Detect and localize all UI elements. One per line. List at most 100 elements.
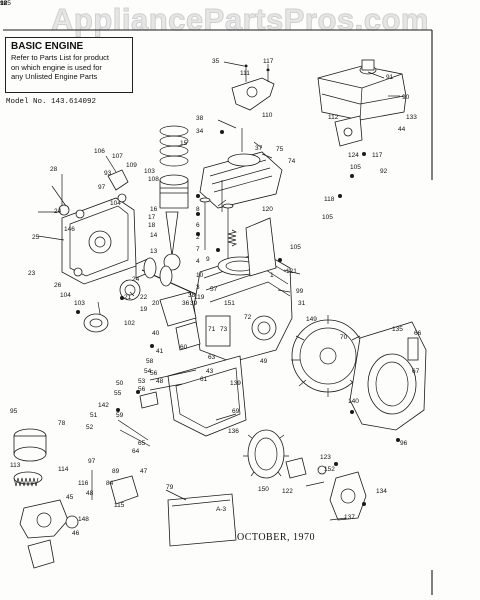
part-callout-79: 79 — [166, 484, 174, 491]
choke-parts — [109, 475, 139, 505]
part-callout-56: 56 — [138, 386, 146, 393]
part-callout-72: 72 — [244, 314, 252, 321]
air-cleaner — [13, 428, 47, 487]
part-callout-31: 31 — [298, 300, 306, 307]
part-callout-9: 9 — [206, 256, 210, 263]
part-callout-24: 24 — [54, 208, 62, 215]
part-callout-55: 55 — [114, 390, 122, 397]
part-callout-14: 14 — [150, 232, 158, 239]
crankcase-cover — [61, 193, 137, 285]
part-callout-139: 139 — [230, 380, 241, 387]
part-callout-107: 107 — [112, 153, 123, 160]
part-callout-136: 136 — [228, 428, 239, 435]
part-callout-35: 35 — [212, 58, 220, 65]
part-callout-48: 48 — [156, 378, 164, 385]
part-callout-73: 73 — [220, 326, 228, 333]
part-callout-120: 120 — [262, 206, 273, 213]
part-callout-7: 7 — [196, 246, 200, 253]
basic-engine-info-box: BASIC ENGINE Refer to Parts List for pro… — [5, 37, 133, 93]
part-callout-53: 53 — [138, 378, 146, 385]
part-callout-4: 4 — [196, 258, 200, 265]
small-hardware — [76, 64, 400, 506]
part-callout-20: 20 — [152, 300, 160, 307]
part-callout-13: 13 — [150, 248, 158, 255]
part-callout-49: 49 — [260, 358, 268, 365]
baffle — [245, 217, 277, 277]
part-callout-8: 8 — [196, 206, 200, 213]
box-note-line: Refer to Parts List for product — [11, 53, 109, 62]
part-callout-103: 103 — [144, 168, 155, 175]
piston-rings — [159, 125, 189, 167]
part-callout-10: 10 — [196, 272, 204, 279]
part-callout-90: 90 — [402, 94, 410, 101]
part-callout-89: 89 — [112, 468, 120, 475]
date-label: OCTOBER, 1970 — [237, 532, 315, 543]
fuel-tank — [317, 59, 407, 121]
part-callout-44: 44 — [398, 126, 406, 133]
part-callout-59: 59 — [116, 412, 124, 419]
housing-bracket — [407, 337, 419, 361]
starter-clip — [285, 457, 307, 479]
part-callout-112: 112 — [328, 114, 339, 121]
part-callout-74: 74 — [288, 158, 296, 165]
connecting-rod — [165, 211, 179, 257]
part-callout-114: 114 — [58, 466, 69, 473]
part-callout-105: 105 — [350, 164, 361, 171]
part-callout-19: 19 — [140, 306, 148, 313]
part-callout-99: 99 — [296, 288, 304, 295]
part-callout-150: 150 — [258, 486, 269, 493]
part-callout-97: 97 — [98, 184, 106, 191]
blower-housing — [349, 321, 427, 431]
part-callout-125: 125 — [0, 0, 11, 7]
part-callout-63: 63 — [208, 354, 216, 361]
part-callout-105: 105 — [322, 214, 333, 221]
part-callout-47: 47 — [140, 468, 148, 475]
part-callout-65: 65 — [138, 440, 146, 447]
part-callout-38: 38 — [188, 292, 196, 299]
part-callout-36: 36 — [182, 300, 190, 307]
part-callout-142: 142 — [98, 402, 109, 409]
part-callout-70: 70 — [340, 334, 348, 341]
part-callout-50: 50 — [116, 380, 124, 387]
part-callout-124: 124 — [348, 152, 359, 159]
part-callout-149: 149 — [306, 316, 317, 323]
part-callout-21: 21 — [124, 294, 132, 301]
part-callout-111: 111 — [240, 70, 250, 77]
part-callout-122: 122 — [282, 488, 293, 495]
part-callout-1: 1 — [270, 272, 274, 279]
governor-housing — [329, 471, 367, 521]
part-callout-18: 18 — [148, 222, 156, 229]
box-title: BASIC ENGINE — [11, 41, 84, 52]
part-callout-96: 96 — [400, 440, 408, 447]
watermark-text: AppliancePartsPros.com — [51, 2, 429, 38]
part-callout-38: 38 — [196, 115, 204, 122]
part-callout-60: 60 — [180, 344, 188, 351]
part-callout-37: 37 — [255, 145, 263, 152]
base-shield — [167, 355, 247, 437]
box-note-line: any Unlisted Engine Parts — [11, 72, 98, 81]
part-callout-2: 2 — [196, 234, 200, 241]
part-callout-146: 146 — [64, 226, 75, 233]
part-callout-84: 84 — [106, 480, 114, 487]
part-callout-91: 91 — [386, 74, 394, 81]
part-callout-118: 118 — [324, 196, 335, 203]
part-callout-41: 41 — [156, 348, 164, 355]
part-callout-64: 64 — [132, 448, 140, 455]
part-callout-23: 23 — [28, 270, 36, 277]
part-callout-92: 92 — [380, 168, 388, 175]
part-callout-108: 108 — [148, 176, 159, 183]
part-callout-109: 109 — [126, 162, 137, 169]
part-callout-104: 104 — [60, 292, 71, 299]
piston — [159, 174, 189, 209]
part-callout-48: 48 — [86, 490, 94, 497]
part-callout-137: 137 — [344, 514, 355, 521]
part-callout-15: 15 — [180, 140, 188, 147]
carburetor — [19, 499, 79, 569]
part-callout-75: 75 — [276, 146, 284, 153]
part-callout-22: 22 — [140, 294, 148, 301]
part-callout-54: 54 — [144, 368, 152, 375]
part-callout-52: 52 — [86, 424, 94, 431]
part-callout-25: 25 — [32, 234, 40, 241]
part-callout-104: 104 — [110, 200, 121, 207]
